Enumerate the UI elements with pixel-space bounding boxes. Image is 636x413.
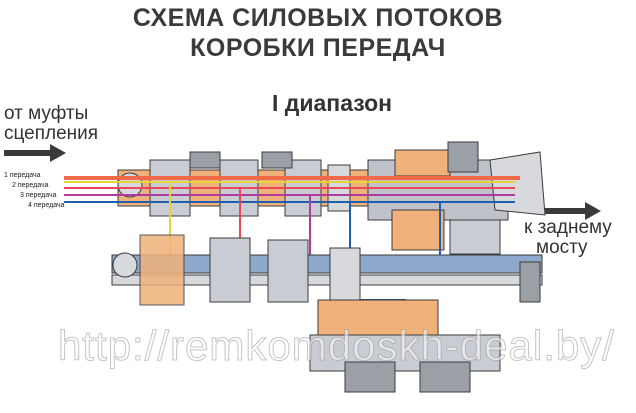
input-label-line-1: от муфты <box>4 103 89 124</box>
title-line-2: КОРОБКИ ПЕРЕДАЧ <box>190 34 446 62</box>
output-label-line-1: к заднему <box>524 217 612 238</box>
gear-label-1: 1 передача <box>4 172 41 179</box>
range-label: I диапазон <box>272 90 393 116</box>
title-line-1: СХЕМА СИЛОВЫХ ПОТОКОВ <box>132 4 504 32</box>
input-label-line-2: сцепления <box>4 123 99 144</box>
output-arrow-icon <box>545 202 601 220</box>
gear-label-4: 4 передача <box>28 202 65 209</box>
upper-shaft-assembly <box>117 151 369 217</box>
range-gear-assembly <box>309 299 501 393</box>
gear-label-3: 3 передача <box>20 192 57 199</box>
gear-label-2: 2 передача <box>12 182 49 189</box>
output-gear-assembly <box>367 141 546 255</box>
watermark-text: http://remkomdoskh-deal.by/ <box>58 322 615 370</box>
counter-shaft-assembly <box>111 234 543 306</box>
input-arrow-icon <box>4 144 66 162</box>
output-label-line-2: мосту <box>536 237 588 258</box>
